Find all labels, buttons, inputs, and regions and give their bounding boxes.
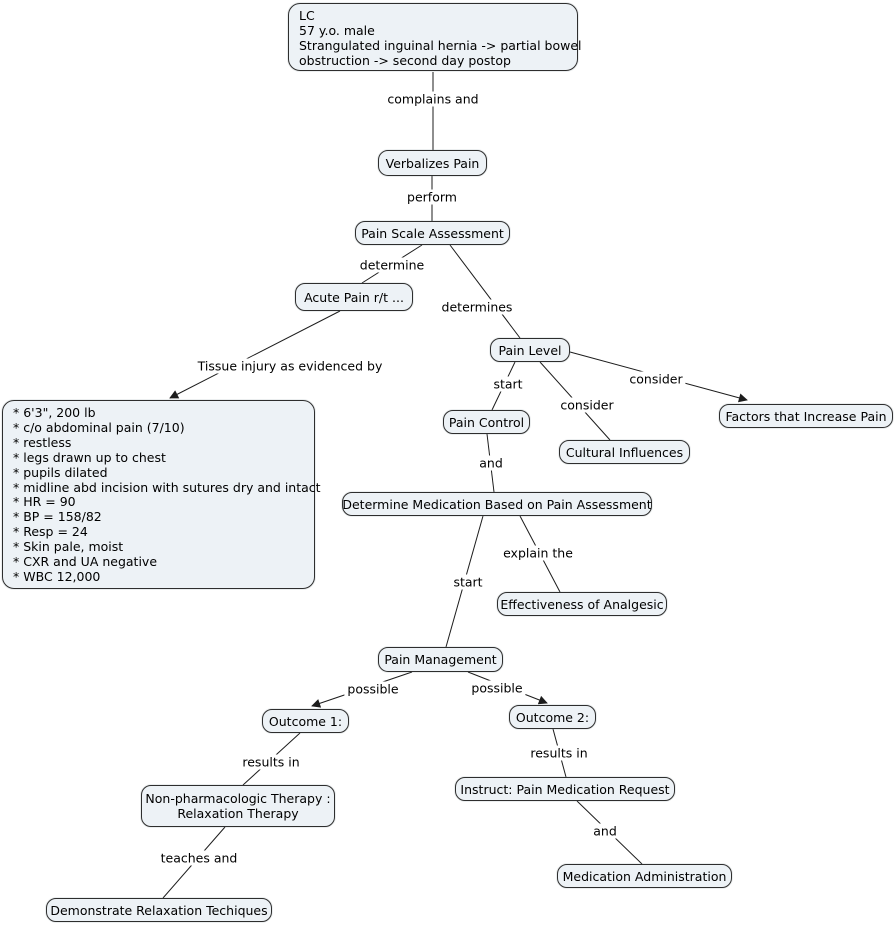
node-pain-management[interactable]: Pain Management xyxy=(378,647,503,672)
link-label-start-pain-control[interactable]: start xyxy=(490,376,526,392)
node-acute-pain[interactable]: Acute Pain r/t ... xyxy=(295,283,413,311)
node-pain-scale-assessment[interactable]: Pain Scale Assessment xyxy=(355,221,510,245)
node-assessment-findings[interactable]: * 6'3", 200 lb* c/o abdominal pain (7/10… xyxy=(2,400,321,589)
link-label-consider-cultural[interactable]: consider xyxy=(557,397,617,413)
node-text-line: * HR = 90 xyxy=(13,494,76,510)
link-label-perform[interactable]: perform xyxy=(404,189,460,205)
node-text-line: * midline abd incision with sutures dry … xyxy=(13,479,321,495)
node-text-line: * CXR and UA negative xyxy=(13,554,158,570)
link-label-tissue-injury[interactable]: Tissue injury as evidenced by xyxy=(194,358,386,374)
node-text-line: Verbalizes Pain xyxy=(385,155,480,171)
node-text-line: Outcome 1: xyxy=(268,713,343,729)
node-text-line: Pain Level xyxy=(498,342,562,358)
node-text-line: Non-pharmacologic Therapy : xyxy=(145,791,331,806)
node-medication-administration[interactable]: Medication Administration xyxy=(557,864,732,888)
node-instruct-pain-medication-request[interactable]: Instruct: Pain Medication Request xyxy=(455,777,675,801)
node-text-line: Factors that Increase Pain xyxy=(725,408,887,424)
node-text-line: * c/o abdominal pain (7/10) xyxy=(13,419,185,435)
node-outcome-2[interactable]: Outcome 2: xyxy=(509,705,596,729)
node-pain-level[interactable]: Pain Level xyxy=(490,338,570,362)
link-label-consider-factors[interactable]: consider xyxy=(626,371,686,387)
node-outcome-1[interactable]: Outcome 1: xyxy=(262,709,349,733)
node-text-line: * restless xyxy=(13,434,72,450)
node-text-line: * WBC 12,000 xyxy=(13,568,101,584)
node-text-line: Pain Management xyxy=(384,652,497,667)
node-factors-increase-pain[interactable]: Factors that Increase Pain xyxy=(719,404,893,428)
node-text-line: * legs drawn up to chest xyxy=(13,449,166,465)
link-label-explain-the[interactable]: explain the xyxy=(500,545,576,561)
node-text-line: Pain Control xyxy=(448,414,525,430)
link-label-teaches-and[interactable]: teaches and xyxy=(157,850,241,866)
link-label-and-administration[interactable]: and xyxy=(590,823,620,839)
node-verbalizes-pain[interactable]: Verbalizes Pain xyxy=(378,150,487,176)
node-text-line: Effectiveness of Analgesic xyxy=(500,596,664,612)
node-text-line: obstruction -> second day postop xyxy=(299,52,511,68)
node-text-line: * Resp = 24 xyxy=(13,524,88,540)
node-text-line: Determine Medication Based on Pain Asses… xyxy=(342,496,652,512)
edge-acutepain-findings xyxy=(169,310,341,399)
link-label-possible-1[interactable]: possible xyxy=(344,681,402,697)
node-text-line: * BP = 158/82 xyxy=(13,509,102,525)
node-determine-medication[interactable]: Determine Medication Based on Pain Asses… xyxy=(342,492,652,516)
node-text-line: LC xyxy=(299,8,315,23)
node-demonstrate-relaxation[interactable]: Demonstrate Relaxation Techiques xyxy=(46,898,272,922)
node-text-line: Outcome 2: xyxy=(515,709,590,725)
node-text-line: * pupils dilated xyxy=(13,464,108,480)
edge-painscale-painlevel xyxy=(449,244,521,339)
node-text-line: * Skin pale, moist xyxy=(13,539,124,555)
node-effectiveness-analgesic[interactable]: Effectiveness of Analgesic xyxy=(497,592,667,616)
node-text-line: Medication Administration xyxy=(562,868,727,884)
node-text-line: Instruct: Pain Medication Request xyxy=(460,781,670,797)
link-label-results-in-2[interactable]: results in xyxy=(527,745,591,761)
node-text-line: Relaxation Therapy xyxy=(177,806,299,821)
link-label-results-in-1[interactable]: results in xyxy=(239,754,303,770)
link-label-possible-2[interactable]: possible xyxy=(468,680,526,696)
link-label-and-medication[interactable]: and xyxy=(476,455,506,471)
node-nonpharmacologic-therapy[interactable]: Non-pharmacologic Therapy :Relaxation Th… xyxy=(141,785,335,827)
link-label-start-management[interactable]: start xyxy=(450,574,486,590)
node-text-line: Cultural Influences xyxy=(565,444,684,460)
node-cultural-influences[interactable]: Cultural Influences xyxy=(559,440,690,464)
node-text-line: 57 y.o. male xyxy=(299,22,375,38)
node-text-line: Strangulated inguinal hernia -> partial … xyxy=(299,37,582,53)
link-label-determine[interactable]: determine xyxy=(356,257,428,273)
link-label-determines[interactable]: determines xyxy=(438,299,516,315)
node-text-line: Acute Pain r/t ... xyxy=(304,289,404,305)
link-label-complains-and[interactable]: complains and xyxy=(384,91,482,107)
node-pain-control[interactable]: Pain Control xyxy=(443,410,530,434)
node-text-line: Pain Scale Assessment xyxy=(361,225,504,241)
node-text-line: Demonstrate Relaxation Techiques xyxy=(50,902,268,918)
node-text-line: * 6'3", 200 lb xyxy=(13,405,96,420)
